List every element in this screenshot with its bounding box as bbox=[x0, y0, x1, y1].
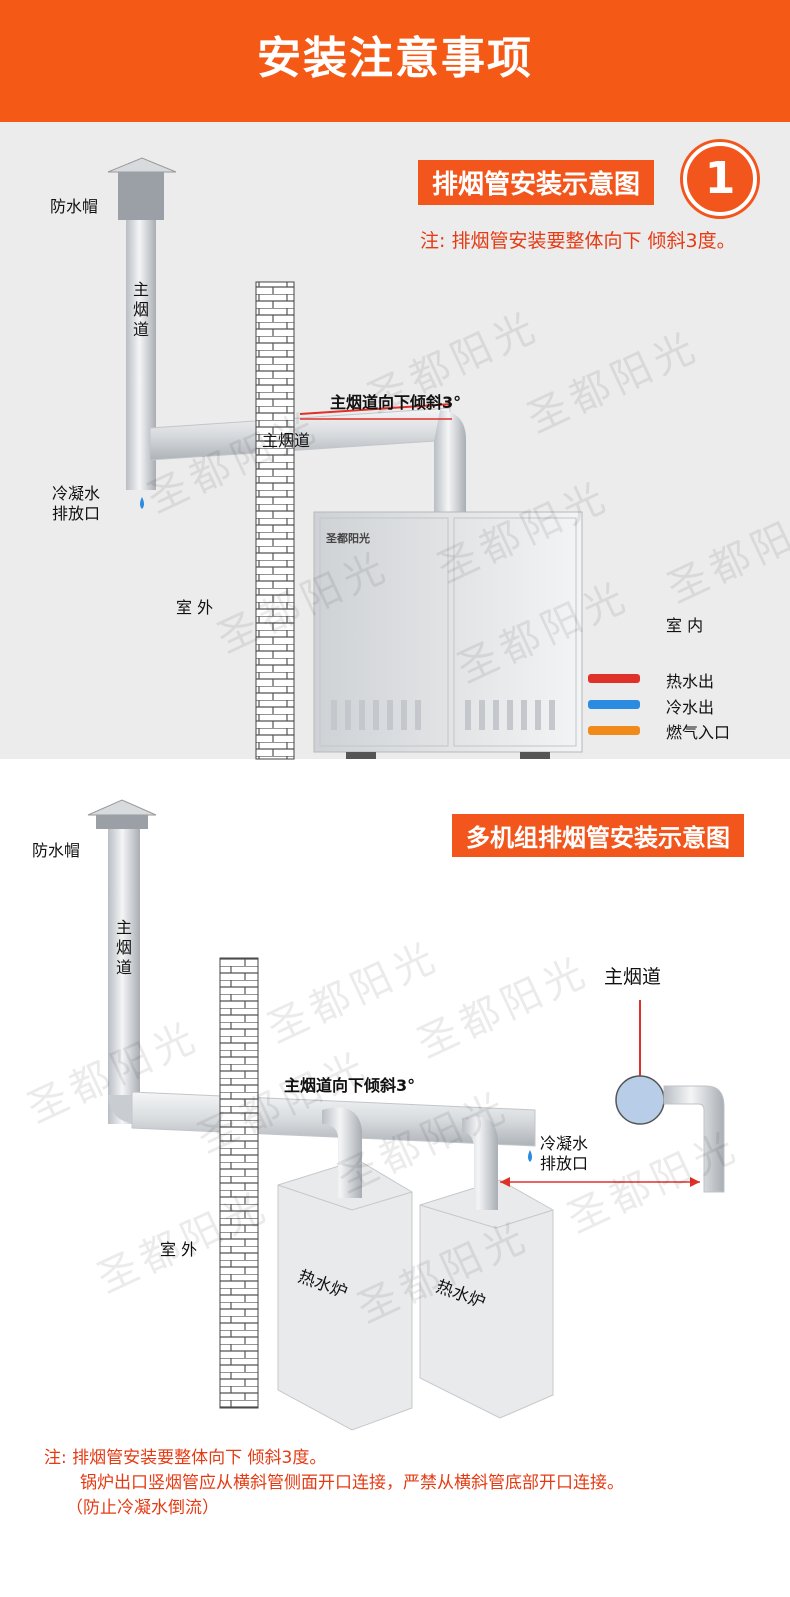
page-title: 安装注意事项 bbox=[257, 33, 533, 84]
section-2-tag: 多机组排烟管安装示意图 bbox=[452, 814, 744, 857]
label-main-flue-vertical-2: 主烟道 bbox=[115, 918, 132, 977]
section-1-tag: 排烟管安装示意图 bbox=[418, 160, 655, 205]
label-condensate-2: 排放口 bbox=[52, 504, 101, 523]
rain-cap-1 bbox=[107, 157, 177, 220]
water-heater-box-2 bbox=[419, 1179, 554, 1419]
note-line-1: 注: 排烟管安装要整体向下 倾斜3度。 bbox=[44, 1448, 327, 1468]
label-side-flue: 主烟道 bbox=[604, 966, 662, 988]
label-cold-water-out: 冷水出 bbox=[666, 698, 715, 717]
elbow-1 bbox=[434, 410, 466, 515]
header-bar bbox=[0, 0, 790, 122]
main-flue-pipe-2 bbox=[108, 829, 140, 1124]
label-hot-water-out: 热水出 bbox=[666, 672, 715, 691]
label-condensate-2a: 冷凝水 bbox=[540, 1134, 589, 1153]
label-condensate-1: 冷凝水 bbox=[52, 484, 101, 503]
unit-brand-logo: 圣都阳光 bbox=[326, 532, 370, 545]
flue-cross-section bbox=[615, 1075, 665, 1125]
label-slope: 主烟道向下倾斜3° bbox=[330, 393, 462, 412]
label-cap: 防水帽 bbox=[50, 197, 99, 216]
note-line-2: 锅炉出口竖烟管应从横斜管侧面开口连接，严禁从横斜管底部开口连接。 bbox=[80, 1473, 624, 1493]
label-slope-2: 主烟道向下倾斜3° bbox=[284, 1076, 416, 1095]
label-outdoor: 室 外 bbox=[176, 598, 214, 617]
brick-wall-2 bbox=[219, 957, 259, 1409]
label-outdoor-2: 室 外 bbox=[160, 1240, 198, 1259]
note-line-3: （防止冷凝水倒流） bbox=[66, 1498, 219, 1518]
label-condensate-2b: 排放口 bbox=[540, 1154, 589, 1173]
brick-wall-1 bbox=[255, 281, 295, 760]
label-main-flue-vertical: 主烟道 bbox=[132, 280, 149, 339]
label-flue-on-pipe: 主烟道 bbox=[262, 431, 311, 450]
label-gas-inlet: 燃气入口 bbox=[666, 723, 731, 742]
label-indoor: 室 内 bbox=[666, 616, 704, 635]
step-number-badge: 1 bbox=[683, 142, 757, 216]
label-cap-2: 防水帽 bbox=[32, 841, 81, 860]
section-1-note: 注: 排烟管安装要整体向下 倾斜3度。 bbox=[420, 230, 736, 252]
rain-cap-2 bbox=[87, 799, 157, 829]
water-heater-unit-1 bbox=[313, 511, 583, 759]
